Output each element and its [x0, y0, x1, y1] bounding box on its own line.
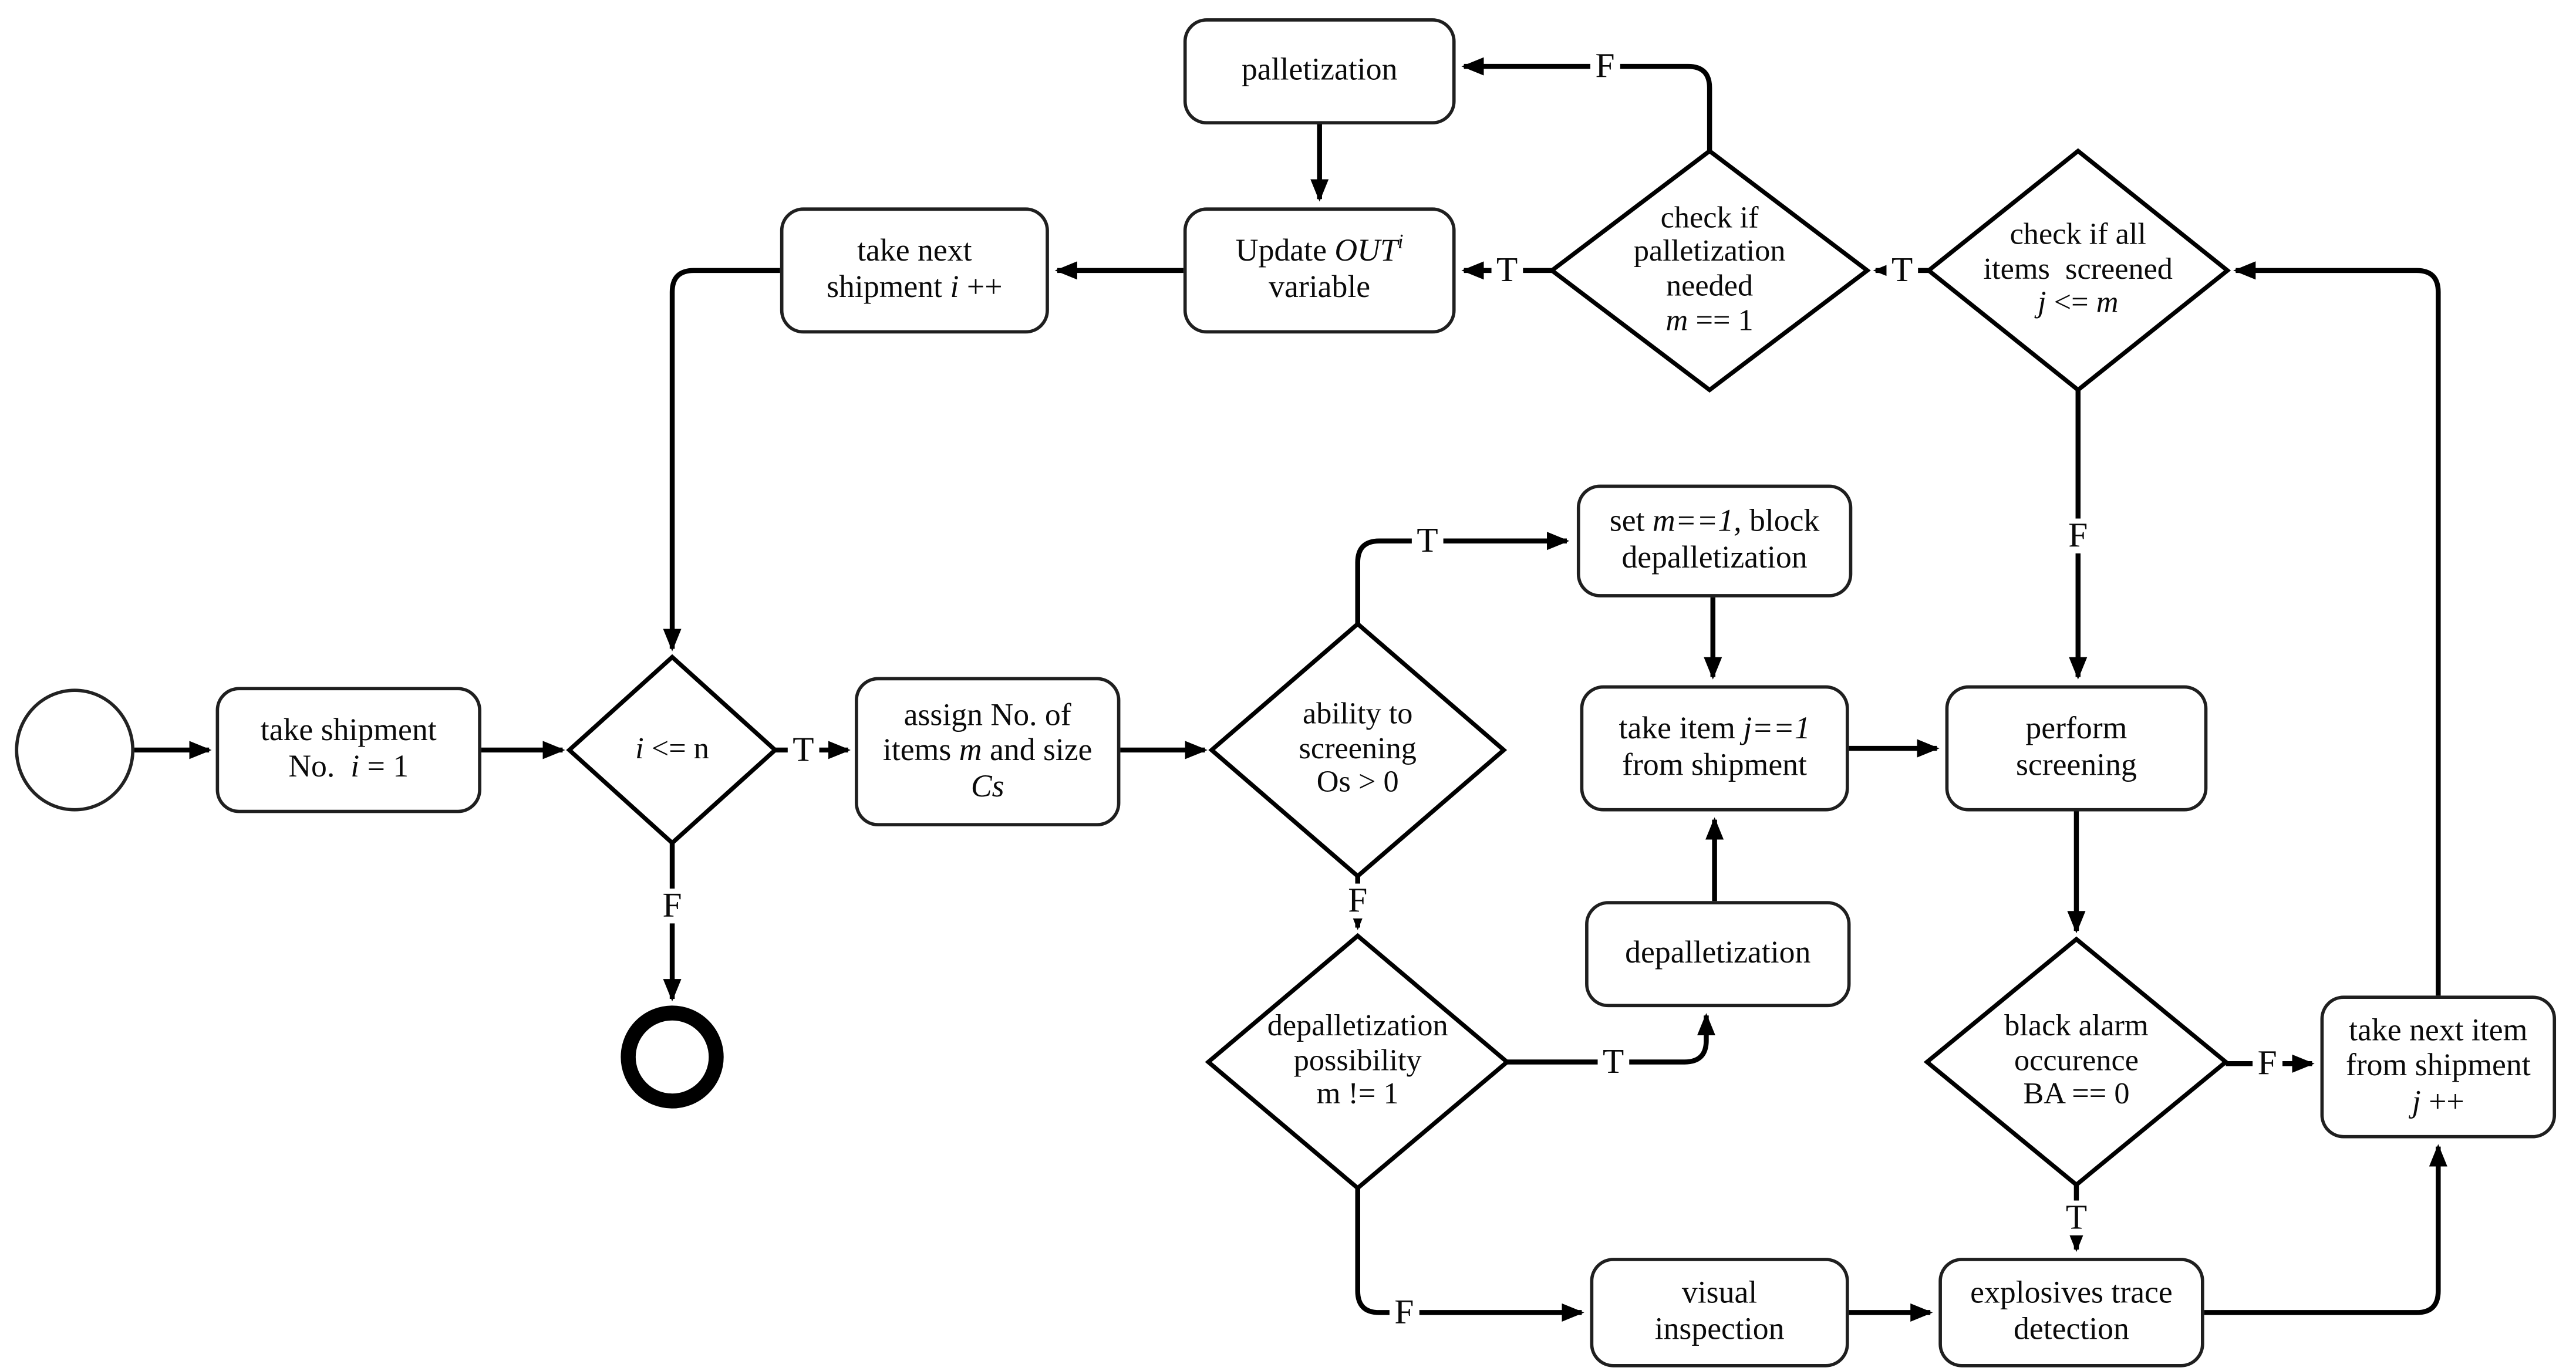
edge-take-next-item-to-check-all	[2233, 261, 2441, 996]
edge-ability-true-to-set-block	[1355, 532, 1570, 626]
edge-explosives-to-take-next-item	[2204, 1144, 2447, 1315]
edge-depal-possibility-true-to-depalletization	[1507, 1013, 1716, 1065]
edge-depal-possibility-false-to-visual	[1355, 1188, 1584, 1322]
edge-check-palletization-false-to-palletization	[1461, 57, 1712, 151]
edge-take-next-shipment-to-decision	[663, 268, 780, 651]
